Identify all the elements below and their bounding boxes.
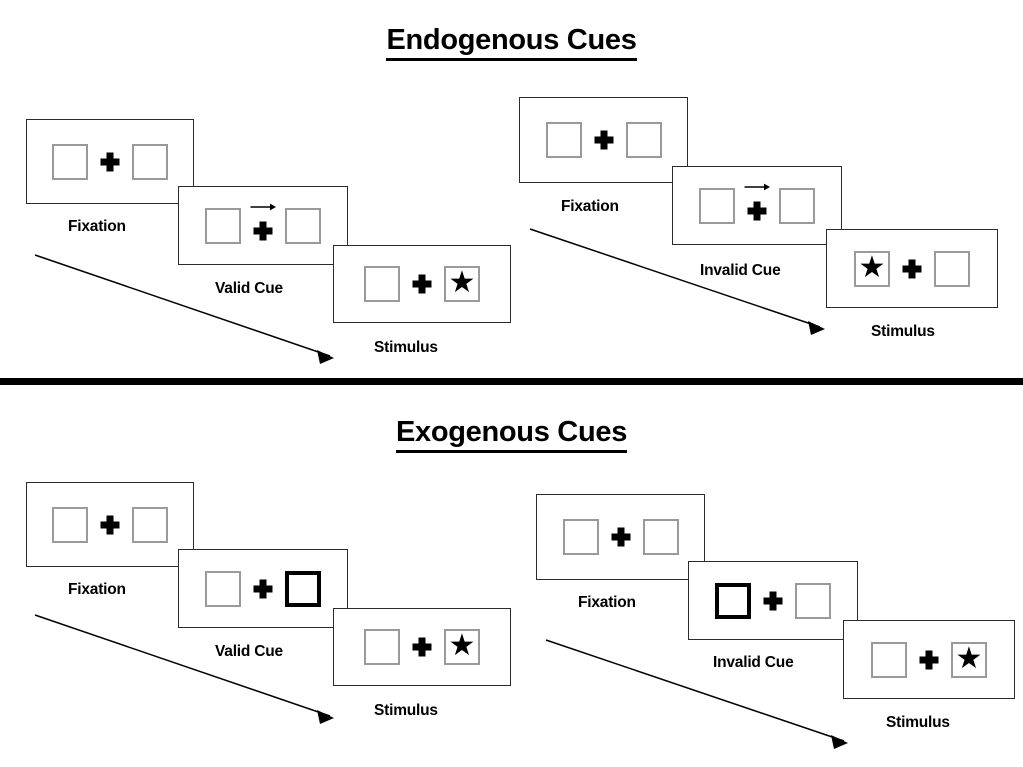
left-box (205, 207, 241, 244)
center-slot (599, 515, 643, 559)
caption-exogenous-invalid-fixation: Fixation (578, 594, 636, 611)
panel-content (537, 495, 704, 579)
panel-exogenous-valid-cue (178, 549, 348, 628)
fixation-cross-icon (253, 221, 273, 241)
flow-arrow-endogenous-invalid (529, 228, 825, 335)
caption-endogenous-valid-stimulus: Stimulus (374, 339, 438, 356)
panel-content (520, 98, 687, 182)
panel-endogenous-valid-stimulus: ★ (333, 245, 511, 323)
right-box (285, 207, 321, 244)
left-box (545, 122, 582, 158)
left-box (562, 519, 599, 555)
right-box (132, 143, 168, 180)
panel-content: ★ (334, 609, 510, 685)
left-box (699, 187, 735, 224)
left-box (52, 506, 88, 543)
caption-exogenous-invalid-stimulus: Stimulus (886, 714, 950, 731)
left-box (364, 629, 400, 665)
caption-exogenous-valid-stimulus: Stimulus (374, 702, 438, 719)
panel-content (27, 120, 193, 203)
fixation-cross-icon (100, 152, 120, 171)
right-box: ★ (951, 640, 987, 678)
panel-content: ★ (844, 621, 1014, 698)
left-box (364, 266, 400, 302)
center-slot (890, 247, 934, 291)
caption-exogenous-invalid-cue: Invalid Cue (713, 654, 794, 671)
center-slot (241, 203, 285, 248)
fixation-cross-icon (253, 579, 273, 598)
right-box (934, 250, 970, 287)
panel-content (27, 483, 193, 566)
star-icon: ★ (955, 640, 983, 676)
section-title-exogenous-text: Exogenous Cues (395, 418, 627, 453)
center-slot (241, 567, 285, 611)
section-title-exogenous: Exogenous Cues (0, 418, 1023, 453)
panel-exogenous-invalid-fixation (536, 494, 705, 580)
right-box (642, 519, 679, 555)
panel-endogenous-invalid-fixation (519, 97, 688, 183)
caption-endogenous-invalid-fixation: Fixation (561, 198, 619, 215)
fixation-cross-icon (902, 259, 922, 278)
panel-content (179, 550, 347, 627)
right-box: ★ (444, 629, 480, 665)
panel-content (673, 167, 841, 244)
panel-exogenous-valid-stimulus: ★ (333, 608, 511, 686)
fixation-cross-icon (594, 130, 613, 150)
center-slot (582, 118, 626, 162)
panel-content: ★ (827, 230, 997, 307)
center-slot (400, 625, 444, 669)
fixation-cross-icon (611, 527, 630, 547)
caption-endogenous-valid-fixation: Fixation (68, 218, 126, 235)
fixation-cross-icon (763, 591, 783, 610)
left-box-cued (715, 582, 751, 619)
center-slot (907, 638, 951, 682)
panel-endogenous-invalid-cue (672, 166, 842, 245)
center-slot (88, 140, 132, 184)
caption-exogenous-valid-cue: Valid Cue (215, 643, 283, 660)
fixation-cross-icon (412, 637, 432, 657)
star-icon: ★ (448, 265, 476, 300)
left-box (52, 143, 88, 180)
panel-endogenous-valid-cue (178, 186, 348, 265)
center-slot (751, 579, 795, 623)
right-box (779, 187, 815, 224)
caption-endogenous-invalid-stimulus: Stimulus (871, 323, 935, 340)
right-box (795, 582, 831, 619)
left-box (205, 570, 241, 607)
panel-content (179, 187, 347, 264)
right-box-cued (285, 570, 321, 607)
flow-arrow-exogenous-invalid (545, 639, 848, 749)
panel-content (689, 562, 857, 639)
right-box (132, 506, 168, 543)
flow-arrow-exogenous-valid (34, 614, 334, 724)
panel-content: ★ (334, 246, 510, 322)
star-icon: ★ (858, 249, 886, 285)
center-slot (88, 503, 132, 547)
fixation-cross-icon (100, 515, 120, 534)
caption-endogenous-invalid-cue: Invalid Cue (700, 262, 781, 279)
fixation-cross-icon (919, 650, 939, 669)
right-box: ★ (444, 266, 480, 302)
caption-exogenous-valid-fixation: Fixation (68, 581, 126, 598)
flow-arrow-endogenous-valid (34, 254, 334, 364)
fixation-cross-icon (747, 201, 767, 221)
left-box (871, 641, 907, 678)
star-icon: ★ (448, 628, 476, 663)
section-title-endogenous: Endogenous Cues (0, 26, 1023, 61)
cue-arrow-right-icon (250, 203, 276, 210)
section-divider (0, 378, 1023, 385)
section-title-endogenous-text: Endogenous Cues (386, 26, 637, 61)
left-box: ★ (854, 249, 890, 287)
cue-arrow-right-icon (744, 183, 770, 190)
right-box (625, 122, 662, 158)
panel-endogenous-invalid-stimulus: ★ (826, 229, 998, 308)
panel-exogenous-invalid-cue (688, 561, 858, 640)
panel-exogenous-invalid-stimulus: ★ (843, 620, 1015, 699)
panel-endogenous-valid-fixation (26, 119, 194, 204)
fixation-cross-icon (412, 274, 432, 294)
panel-exogenous-valid-fixation (26, 482, 194, 567)
center-slot (400, 262, 444, 306)
caption-endogenous-valid-cue: Valid Cue (215, 280, 283, 297)
center-slot (735, 183, 779, 228)
